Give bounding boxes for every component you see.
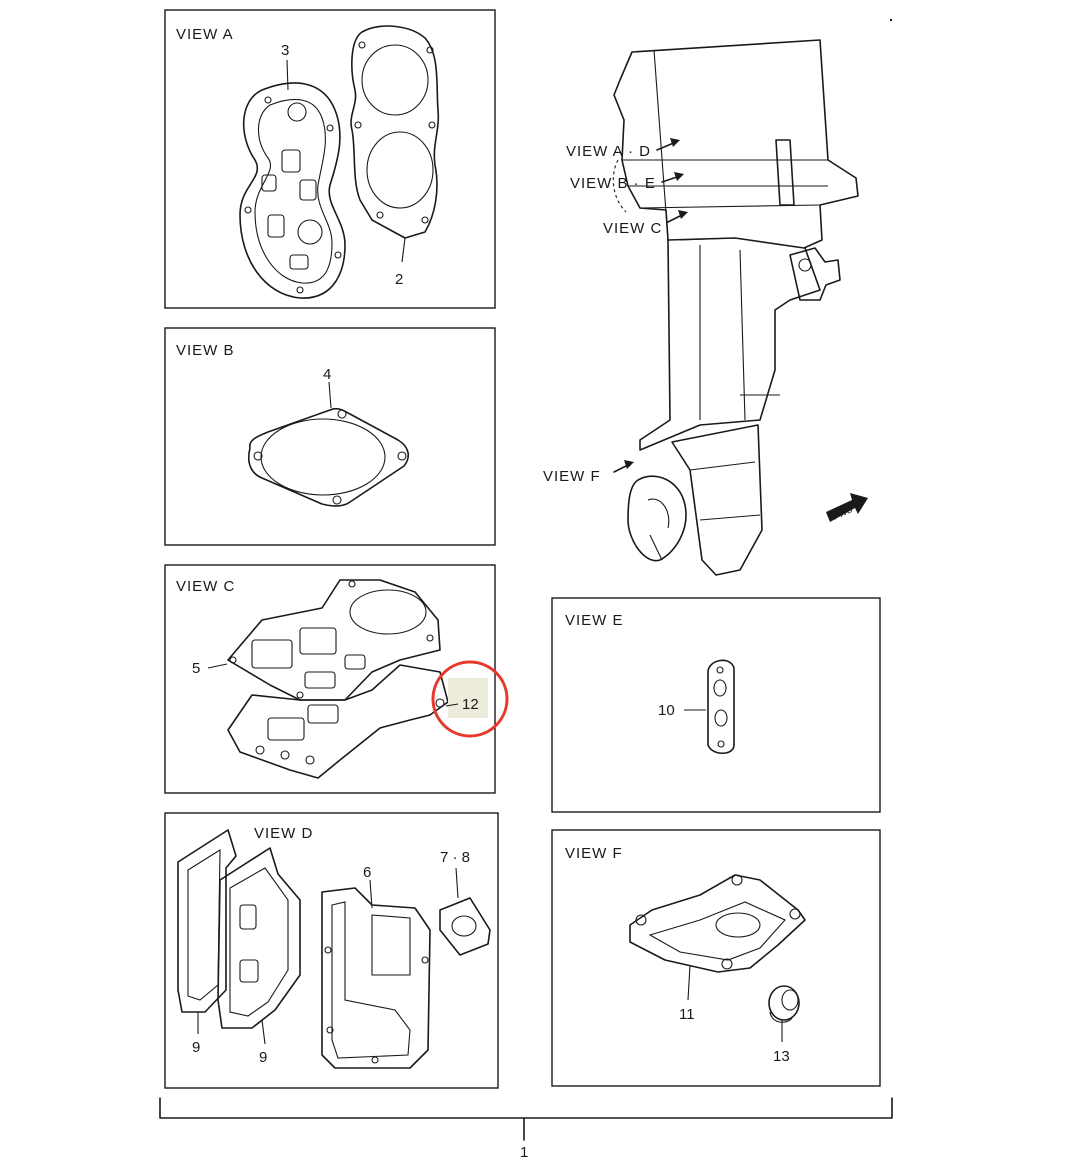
part-label-12: 12: [462, 696, 479, 713]
oil-seal-13: [768, 985, 800, 1042]
view-b-label: VIEW B: [176, 342, 235, 359]
part-12-highlight[interactable]: 12: [431, 660, 509, 738]
view-a-panel: VIEW A 3: [164, 9, 496, 309]
view-d-label: VIEW D: [254, 825, 313, 842]
view-f-label: VIEW F: [565, 845, 623, 862]
pointer-label-f: VIEW F: [543, 468, 601, 485]
part-label-9a: 9: [192, 1039, 200, 1056]
view-e-panel: VIEW E 10: [551, 597, 881, 813]
gasket-7-8: [439, 867, 491, 956]
gasket-4: [247, 381, 410, 507]
part-label-3: 3: [281, 42, 289, 59]
gasket-11: [629, 874, 806, 1001]
part-label-4: 4: [323, 366, 331, 383]
part-label-10: 10: [658, 702, 675, 719]
view-f-panel: VIEW F 11 13: [551, 829, 881, 1087]
pointer-label-c: VIEW C: [603, 220, 662, 237]
gasket-2: [350, 25, 440, 263]
gasket-10: [684, 659, 735, 755]
view-pointer-be: VIEW B · E: [570, 172, 684, 192]
part-label-1: 1: [520, 1144, 528, 1161]
part-label-7-8: 7 · 8: [440, 849, 470, 866]
gasket-6: [321, 879, 431, 1069]
part-label-6: 6: [363, 864, 371, 881]
view-b-panel: VIEW B 4: [164, 327, 496, 546]
gasket-plate-c: [227, 664, 449, 779]
view-c-panel: VIEW C 5 12: [164, 564, 509, 794]
view-pointer-f: VIEW F: [543, 460, 634, 485]
part-label-2: 2: [395, 271, 403, 288]
gasket-3: [239, 59, 346, 299]
part-label-5: 5: [192, 660, 200, 677]
view-e-label: VIEW E: [565, 612, 624, 629]
part-label-11: 11: [679, 1006, 695, 1023]
part-label-13: 13: [773, 1048, 790, 1065]
outboard-motor-illustration: [613, 39, 859, 576]
fwd-arrow-icon: FWD: [826, 493, 868, 522]
part-label-9b: 9: [259, 1049, 267, 1066]
gasket-9a: [177, 829, 237, 1034]
gasket-9b: [217, 847, 301, 1045]
pointer-label-ad: VIEW A · D: [566, 143, 651, 160]
view-c-label: VIEW C: [176, 578, 235, 595]
view-pointer-c: VIEW C: [603, 159, 688, 237]
view-d-panel: VIEW D 9 9 6: [164, 812, 499, 1089]
view-pointer-ad: VIEW A · D: [566, 138, 680, 160]
pointer-label-be: VIEW B · E: [570, 175, 656, 192]
assembly-bracket-1: [159, 1097, 893, 1141]
view-a-label: VIEW A: [176, 26, 234, 43]
